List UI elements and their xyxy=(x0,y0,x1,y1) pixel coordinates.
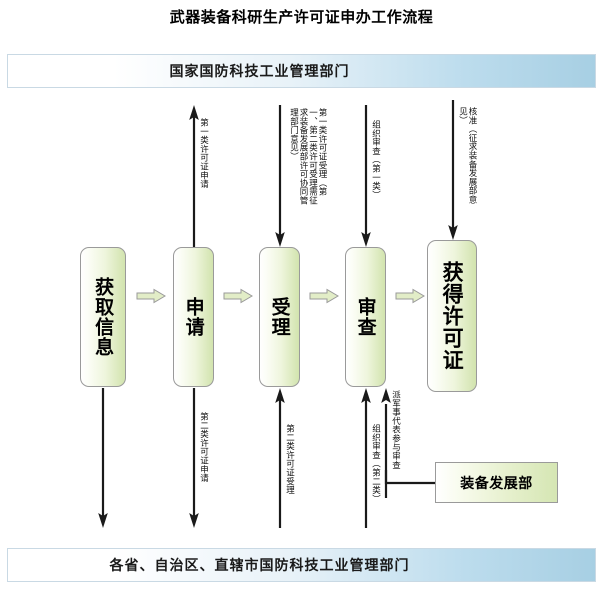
process-box-acceptance[interactable]: 受理 xyxy=(259,247,300,387)
connector-dept-to-review-elbow xyxy=(378,470,440,488)
connector-accept-up-label: 第二类许可证受理 xyxy=(284,424,295,495)
banner-national-authority: 国家国防科技工业管理部门 xyxy=(7,54,596,88)
flow-arrow-apply-to-accept xyxy=(223,288,253,304)
process-box-application[interactable]: 申请 xyxy=(173,247,214,387)
connector-review-down-label: 组织审查（第一类） xyxy=(370,120,381,200)
flow-arrow-accept-to-review xyxy=(309,288,339,304)
process-box-get-information-label: 获取信息 xyxy=(92,277,115,357)
connector-info-down xyxy=(95,388,111,528)
process-box-get-information[interactable]: 获取信息 xyxy=(80,247,126,387)
connector-review-up-label: 组织审查（第二类） xyxy=(370,424,381,504)
entity-box-equipment-development-dept[interactable]: 装备发展部 xyxy=(435,462,558,503)
banner-top-label: 国家国防科技工业管理部门 xyxy=(169,64,350,80)
process-box-obtain-license-label: 获得许可证 xyxy=(440,261,465,371)
connector-review-down xyxy=(358,105,374,247)
page-title: 武器装备科研生产许可证申办工作流程 xyxy=(169,8,434,26)
connector-apply-up xyxy=(186,105,202,247)
connector-accept-up xyxy=(272,388,288,528)
banner-bottom-label: 各省、自治区、直辖市国防科技工业管理部门 xyxy=(109,558,410,574)
connector-obtain-down xyxy=(445,100,461,240)
process-box-review-label: 审查 xyxy=(354,297,377,337)
process-box-acceptance-label: 受理 xyxy=(268,297,291,337)
process-box-application-label: 申请 xyxy=(182,297,205,337)
connector-military-representative-label: 派军事代表参与审查 xyxy=(390,390,401,470)
connector-apply-up-label: 第一类许可证申请 xyxy=(198,118,209,189)
connector-obtain-down-label: 核准（征求装备发展部意见） xyxy=(457,107,478,204)
entity-box-equipment-development-dept-label: 装备发展部 xyxy=(460,475,533,492)
connector-accept-down xyxy=(272,105,288,247)
banner-provincial-authority: 各省、自治区、直辖市国防科技工业管理部门 xyxy=(7,548,596,582)
process-box-review[interactable]: 审查 xyxy=(345,247,386,387)
connector-apply-down xyxy=(186,388,202,528)
process-box-obtain-license[interactable]: 获得许可证 xyxy=(427,240,477,392)
flow-arrow-review-to-obtain xyxy=(395,288,425,304)
connector-review-up xyxy=(358,388,374,528)
flow-arrow-info-to-apply xyxy=(136,288,166,304)
connector-accept-down-label: 第一类许可证受理（第一、第二类许可受理需征求装备发展部许可协同管理部门意见） xyxy=(288,108,327,205)
connector-apply-down-label: 第二类许可证申请 xyxy=(198,412,209,483)
